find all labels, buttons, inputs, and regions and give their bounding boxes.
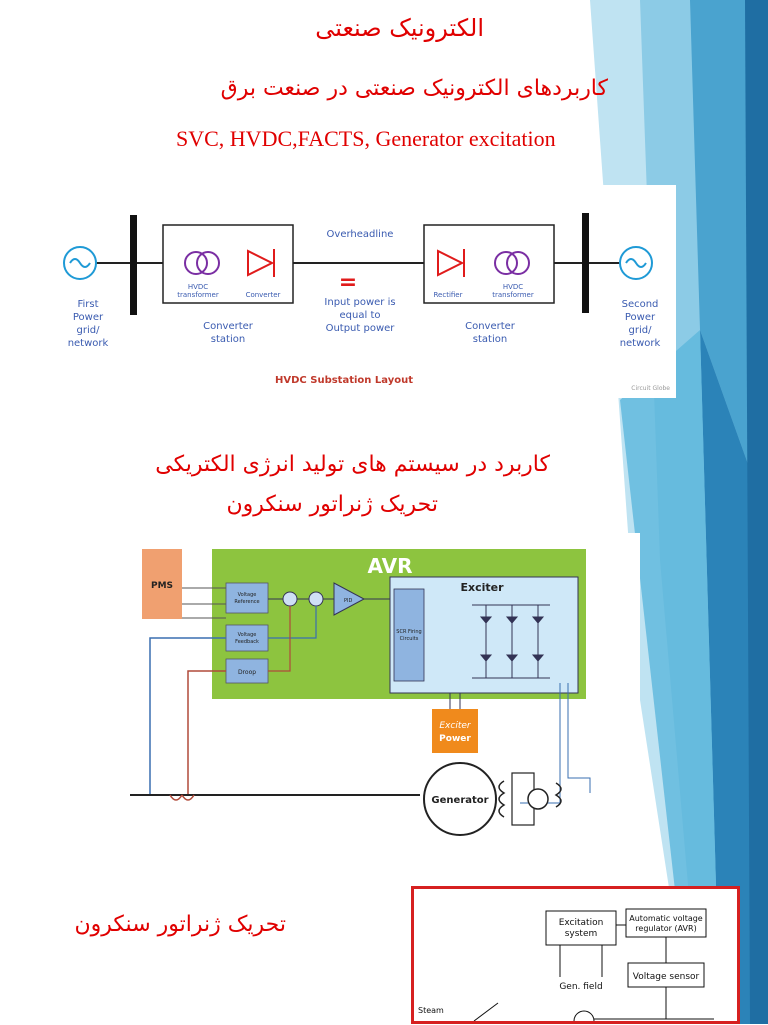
steam-label: Steam <box>418 1006 444 1015</box>
first-grid-label-2: Power <box>73 312 104 323</box>
bus-bar-right <box>582 213 589 313</box>
power-label-3: Output power <box>326 323 396 334</box>
scr-label-1: SCR Firing <box>396 629 421 635</box>
second-grid-label-2: Power <box>625 312 656 323</box>
slide-title: الکترونیک صنعتی <box>315 14 484 42</box>
left-station-label-2: station <box>211 334 245 345</box>
pid-block <box>333 582 366 616</box>
voltage-feedback-box <box>225 624 269 652</box>
slide-subtitle: کاربردهای الکترونیک صنعتی در صنعت برق <box>220 76 608 101</box>
second-grid-label-1: Second <box>622 299 659 310</box>
converter-label: Converter <box>246 291 281 299</box>
pms-box <box>142 549 182 619</box>
power-label-1: Input power is <box>324 297 395 308</box>
left-xfmr-label-2: transformer <box>177 291 219 299</box>
voltage-sensor-box <box>627 962 705 988</box>
first-grid-label-4: network <box>68 338 109 349</box>
equals-sign: = <box>339 270 357 295</box>
excitation-block-diagram: Excitation system Automatic voltage regu… <box>418 908 714 1022</box>
rotating-diode-icon <box>527 788 549 810</box>
voltage-fb-label-1: Voltage <box>238 632 257 638</box>
sum-junction-2-icon <box>308 591 324 607</box>
first-grid-label-3: grid/ <box>77 325 101 336</box>
exciter-power-label-1: Exciter <box>439 721 472 731</box>
hvdc-substation-figure: Overheadline = Input power is equal to O… <box>58 185 676 398</box>
pms-label: PMS <box>151 581 173 591</box>
voltage-sensor-label: Voltage sensor <box>633 972 700 982</box>
overhead-label: Overheadline <box>327 229 394 240</box>
hvdc-caption: HVDC Substation Layout <box>275 375 413 386</box>
droop-box <box>225 658 269 684</box>
scr-label-2: Circuits <box>400 636 419 642</box>
excitation-block-figure: Excitation system Automatic voltage regu… <box>411 886 740 1024</box>
avr-box-label-2: regulator (AVR) <box>635 924 696 933</box>
first-grid-label-1: First <box>77 299 98 310</box>
sum-junction-1-icon <box>282 591 298 607</box>
rectifier-label: Rectifier <box>434 291 463 299</box>
section2-line2: تحریک ژنراتور سنکرون <box>226 492 438 517</box>
avr-diagram: AVR PMS Voltage Reference Voltage Feedba… <box>130 549 591 836</box>
avr-title: AVR <box>368 554 413 578</box>
diode-left-icon <box>247 249 275 277</box>
field-winding-icon <box>498 780 506 818</box>
voltage-ref-label-2: Reference <box>234 599 259 605</box>
exciter-power-label-2: Power <box>439 734 471 744</box>
diode-right-icon <box>437 249 465 277</box>
power-label-2: equal to <box>340 310 381 321</box>
section2-line1: کاربرد در سیستم های تولید انرژی الکتریکی <box>155 452 550 477</box>
excitation-system-box <box>545 910 617 946</box>
excitation-label-2: system <box>565 929 598 939</box>
scr-firing-box <box>393 588 425 682</box>
generator-label: Generator <box>431 795 488 806</box>
watermark: Circuit Globe <box>631 385 670 392</box>
avr-box-label-1: Automatic voltage <box>629 914 703 923</box>
gen-field-label: Gen. field <box>559 982 602 992</box>
pid-label: PID <box>344 598 352 604</box>
left-station-label-1: Converter <box>203 321 254 332</box>
exciter-power-box <box>432 709 478 753</box>
excitation-label-1: Excitation <box>559 918 604 928</box>
second-grid-label-3: grid/ <box>629 325 653 336</box>
hvdc-diagram: Overheadline = Input power is equal to O… <box>63 213 670 392</box>
thyristor-bridge <box>472 604 550 679</box>
right-xfmr-label-1: HVDC <box>503 283 523 291</box>
generator-icon <box>423 762 497 836</box>
avr-figure: AVR PMS Voltage Reference Voltage Feedba… <box>120 533 640 851</box>
droop-label: Droop <box>238 669 256 676</box>
right-xfmr-label-2: transformer <box>492 291 534 299</box>
avr-box <box>625 908 707 938</box>
bus-bar-left <box>130 215 137 315</box>
left-xfmr-label-1: HVDC <box>188 283 208 291</box>
section3-title: تحریک ژنراتور سنکرون <box>74 912 286 937</box>
voltage-reference-box <box>225 582 269 614</box>
applications-line: SVC, HVDC,FACTS, Generator excitation <box>176 126 556 151</box>
exciter-label: Exciter <box>460 581 504 594</box>
voltage-ref-label-1: Voltage <box>238 592 257 598</box>
right-station-label-1: Converter <box>465 321 516 332</box>
second-grid-label-4: network <box>620 338 661 349</box>
voltage-fb-label-2: Feedback <box>235 639 259 645</box>
right-station-label-2: station <box>473 334 507 345</box>
